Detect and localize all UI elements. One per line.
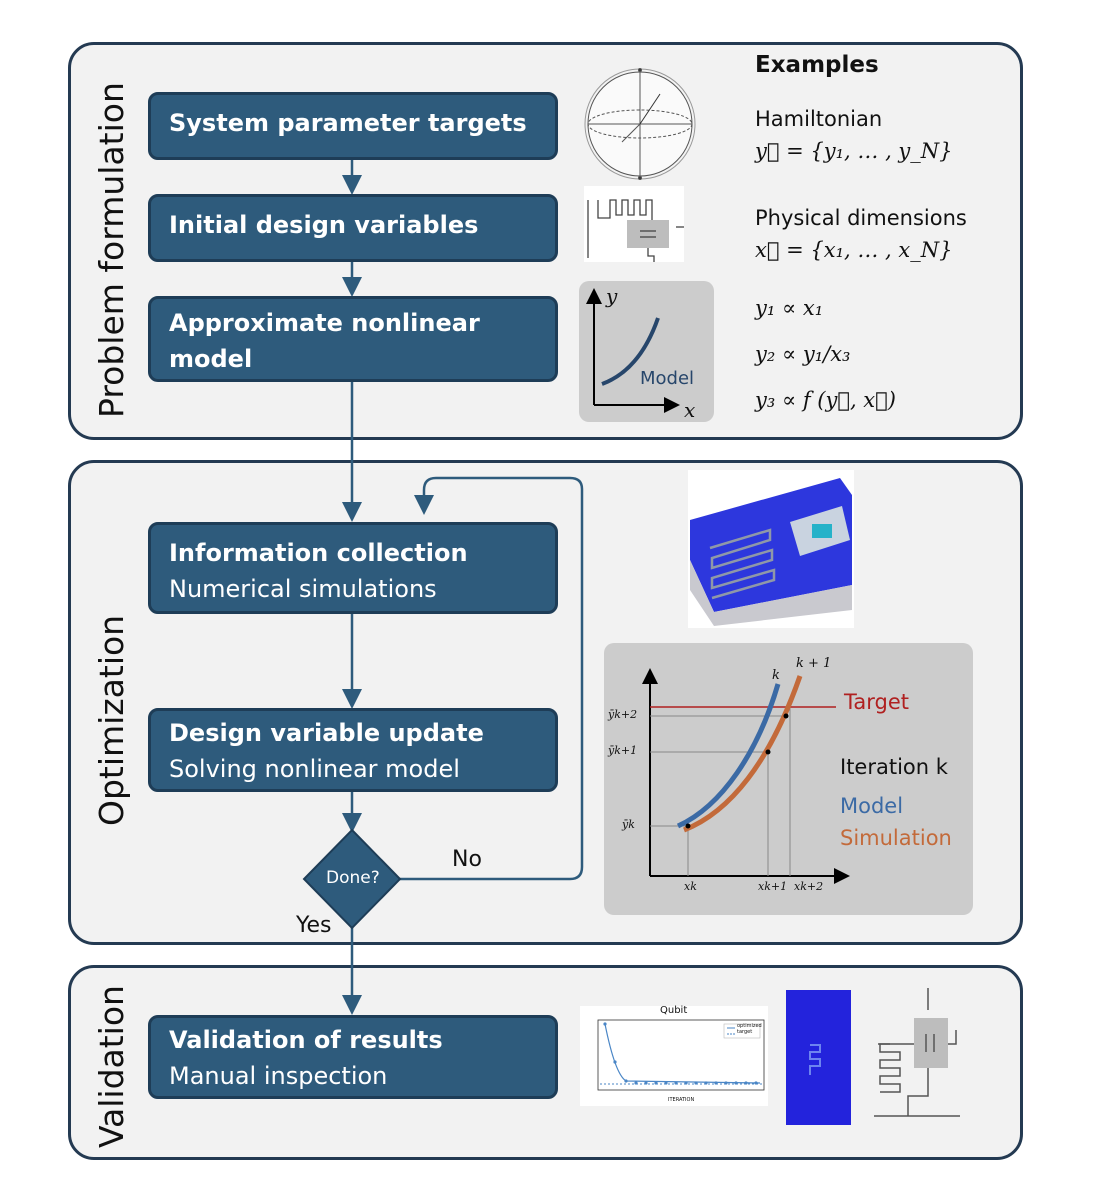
model-legend: Model: [840, 794, 904, 818]
iteration-label: Iteration k: [840, 755, 948, 779]
bloch-sphere-image: [584, 68, 696, 180]
qubit-legend-target: target: [737, 1029, 753, 1035]
model-curve-label: Model: [640, 368, 695, 389]
system-parameter-targets-box[interactable]: System parameter targets: [148, 92, 558, 160]
validation-of-results-box[interactable]: Validation of results Manual inspection: [148, 1015, 558, 1099]
examples-heading: Examples: [755, 52, 879, 78]
y-tick-k1: ȳk+1: [608, 744, 638, 757]
qubit-plot-title: Qubit: [660, 1005, 688, 1016]
x-tick-k: xk: [684, 880, 697, 893]
simulation-legend: Simulation: [840, 826, 952, 850]
chip-top-view-image: [786, 990, 851, 1125]
qubit-plot: [580, 1006, 768, 1106]
model-plot-x-axis-label: x: [684, 398, 696, 422]
design-variable-update-box[interactable]: Design variable update Solving nonlinear…: [148, 708, 558, 792]
x-set-formula: x⃗ = {x₁, … , x_N}: [755, 238, 953, 262]
no-label: No: [452, 847, 482, 872]
model-plot-y-axis-label: y: [606, 284, 618, 308]
relation-3: y₃ ∝ f (y⃗, x⃗): [755, 388, 896, 412]
approximate-model-box[interactable]: Approximate nonlinear model: [148, 296, 558, 382]
iteration-plot: [604, 643, 973, 915]
approximate-model-label-1: Approximate nonlinear: [169, 309, 480, 337]
information-collection-title: Information collection: [169, 539, 468, 567]
initial-design-variables-label: Initial design variables: [169, 211, 479, 239]
final-circuit-image: [874, 988, 960, 1117]
x-tick-k1: xk+1: [758, 880, 788, 893]
physical-dimensions-label: Physical dimensions: [755, 206, 967, 230]
x-tick-k2: xk+2: [794, 880, 824, 893]
validation-of-results-subtitle: Manual inspection: [169, 1062, 388, 1090]
curve-k1-label: k + 1: [796, 656, 832, 671]
approximate-model-label-2: model: [169, 345, 253, 373]
y-set-formula: y⃗ = {y₁, … , y_N}: [755, 139, 953, 163]
y-tick-k: ȳk: [622, 818, 635, 831]
qubit-legend-optimized: optimized: [737, 1023, 762, 1029]
qubit-plot-xlabel: ITERATION: [668, 1097, 695, 1103]
target-label: Target: [844, 690, 909, 714]
yes-label: Yes: [296, 913, 332, 938]
done-label: Done?: [326, 868, 380, 888]
initial-design-variables-box[interactable]: Initial design variables: [148, 194, 558, 262]
model-plot: [579, 281, 714, 422]
done-diamond: [302, 828, 402, 930]
validation-of-results-title: Validation of results: [169, 1026, 443, 1054]
relation-1: y₁ ∝ x₁: [755, 296, 824, 320]
design-variable-update-subtitle: Solving nonlinear model: [169, 755, 460, 783]
circuit-sketch-image: [584, 186, 684, 262]
y-tick-k2: ȳk+2: [608, 708, 638, 721]
relation-2: y₂ ∝ y₁/x₃: [755, 342, 851, 366]
hamiltonian-label: Hamiltonian: [755, 107, 883, 131]
curve-k-label: k: [772, 668, 780, 683]
flow-arrows: [342, 160, 584, 1015]
design-variable-update-title: Design variable update: [169, 719, 484, 747]
information-collection-box[interactable]: Information collection Numerical simulat…: [148, 522, 558, 614]
chip-rendering-image: [688, 470, 854, 628]
system-parameter-targets-label: System parameter targets: [169, 109, 527, 137]
information-collection-subtitle: Numerical simulations: [169, 575, 437, 603]
